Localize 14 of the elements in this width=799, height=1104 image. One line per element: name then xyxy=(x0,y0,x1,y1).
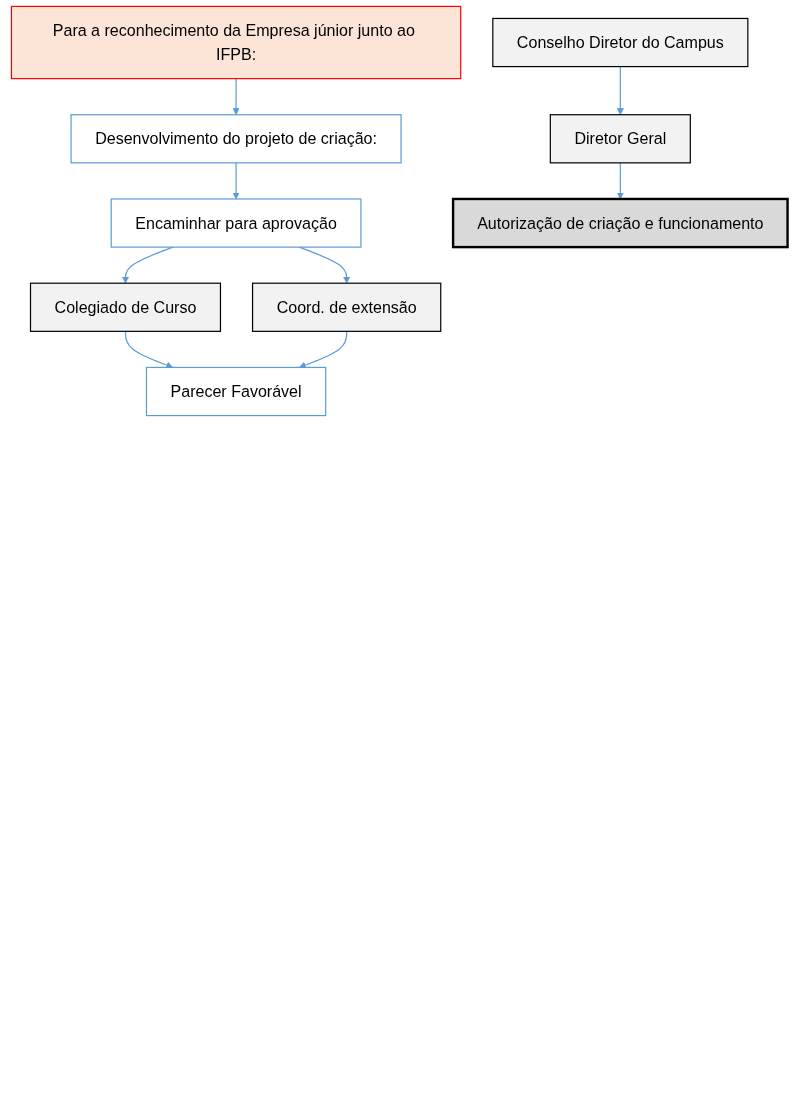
node-box: Para a reconhecimento da Empresa júnior junto ao IFPB: xyxy=(10,5,462,80)
arrow xyxy=(232,78,240,116)
arrow xyxy=(124,330,174,369)
node-box: Colegiado de Curso xyxy=(29,282,222,332)
node-box: Parecer Favorável xyxy=(145,366,327,417)
arrow xyxy=(298,330,348,369)
node-box: Conselho Diretor do Campus xyxy=(492,17,749,68)
arrow xyxy=(616,66,624,116)
arrow xyxy=(232,162,240,200)
node-box: Diretor Geral xyxy=(549,114,691,164)
node-box: Coord. de extensão xyxy=(251,282,442,332)
node-box: Encaminhar para aprovação xyxy=(110,198,362,248)
node-box: Desenvolvimento do projeto de criação: xyxy=(70,114,402,164)
node-box: Autorização de criação e funcionamento xyxy=(451,197,789,249)
